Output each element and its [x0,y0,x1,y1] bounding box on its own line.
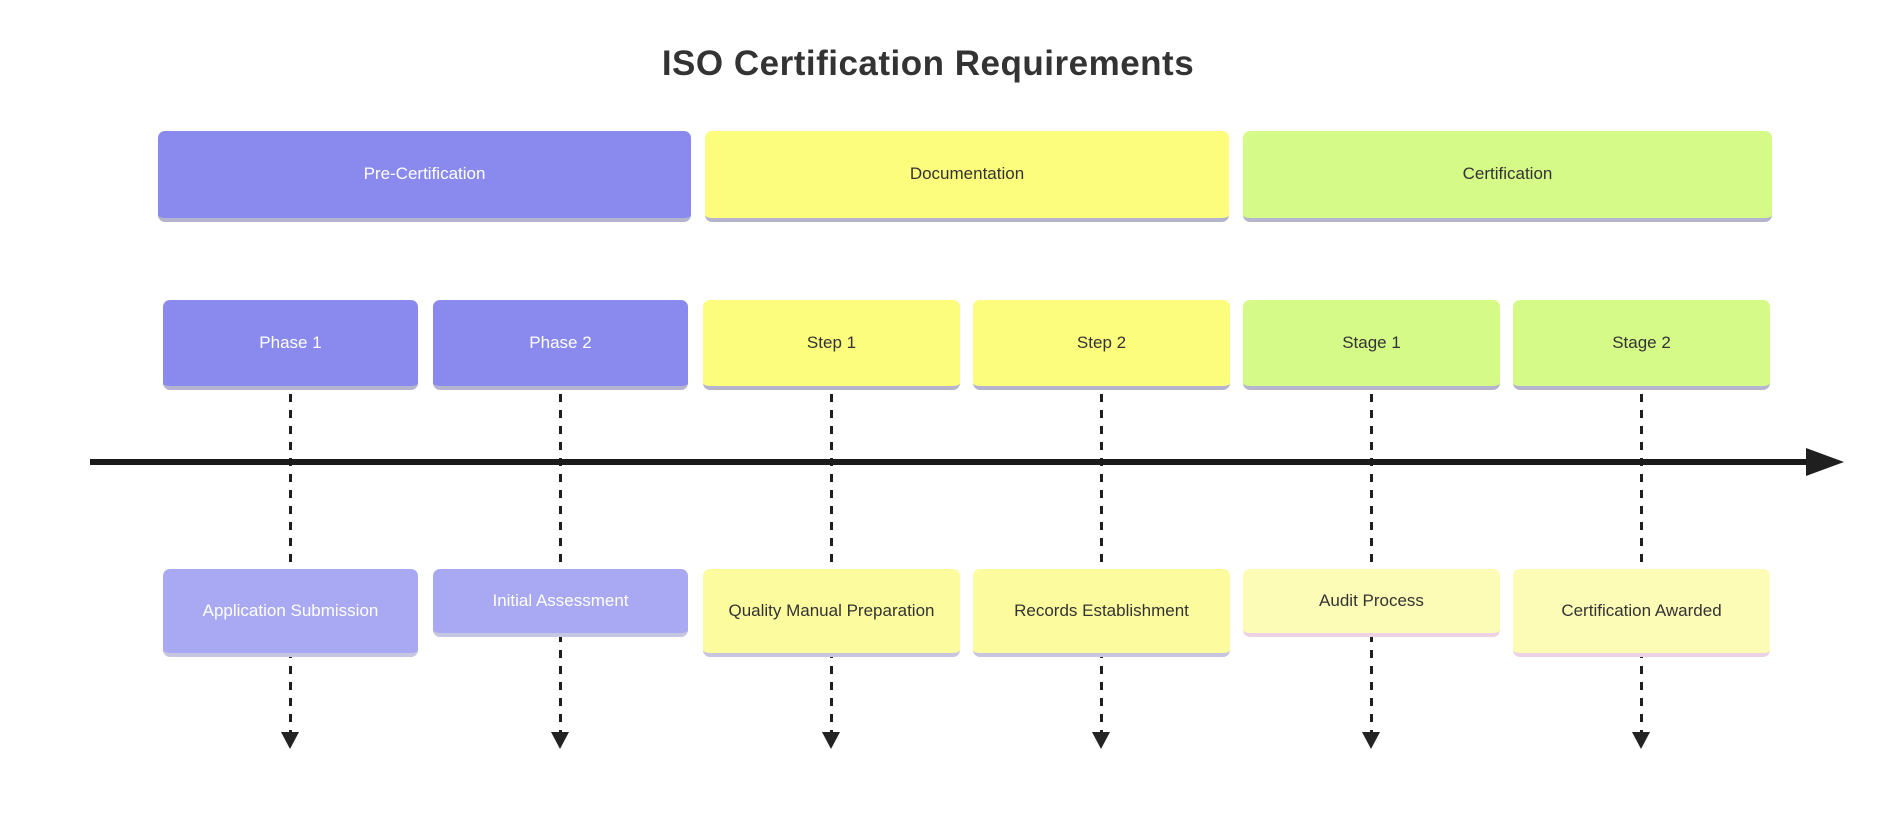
connector-dashed-line [559,394,562,734]
connector-dashed-line [1640,394,1643,734]
connector-dashed-line [289,394,292,734]
event-box-certification-awarded: Certification Awarded [1513,569,1770,657]
section-header-documentation: Documentation [705,131,1229,222]
section-header-pre-certification: Pre-Certification [158,131,691,222]
event-box-initial-assessment: Initial Assessment [433,569,688,637]
connector-dashed-line [1100,394,1103,734]
period-box-stage-1: Stage 1 [1243,300,1500,390]
period-box-step-2: Step 2 [973,300,1230,390]
event-box-audit-process: Audit Process [1243,569,1500,637]
period-box-phase-2: Phase 2 [433,300,688,390]
down-arrow-icon [1092,732,1110,749]
period-box-step-1: Step 1 [703,300,960,390]
event-box-quality-manual-preparation: Quality Manual Preparation [703,569,960,657]
event-box-application-submission: Application Submission [163,569,418,657]
down-arrow-icon [1362,732,1380,749]
connector-dashed-line [830,394,833,734]
timeline-axis [90,459,1808,465]
period-box-stage-2: Stage 2 [1513,300,1770,390]
diagram-title: ISO Certification Requirements [661,44,1195,83]
period-box-phase-1: Phase 1 [163,300,418,390]
down-arrow-icon [281,732,299,749]
down-arrow-icon [822,732,840,749]
down-arrow-icon [551,732,569,749]
timeline-arrowhead-icon [1806,448,1844,476]
connector-dashed-line [1370,394,1373,734]
down-arrow-icon [1632,732,1650,749]
section-header-certification: Certification [1243,131,1772,222]
event-box-records-establishment: Records Establishment [973,569,1230,657]
